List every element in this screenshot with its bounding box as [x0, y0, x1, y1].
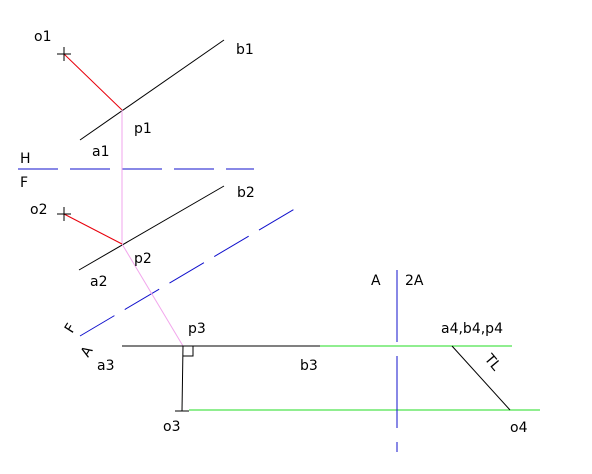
perpendicular-o1-p1 — [63, 53, 123, 111]
label-o3: o3 — [163, 419, 180, 435]
label-a-aux: A — [78, 343, 97, 360]
label-h: H — [20, 151, 31, 167]
label-o2: o2 — [30, 202, 47, 218]
line-ab2 — [78, 185, 225, 271]
line-ab1 — [79, 39, 225, 141]
label-f-aux: F — [62, 321, 80, 336]
label-o1: o1 — [34, 29, 51, 45]
label-f-top: F — [20, 175, 28, 191]
label-p1: p1 — [134, 121, 152, 137]
projector-p2-p3 — [121, 243, 184, 347]
right-angle-icon — [183, 346, 194, 357]
label-a1: a1 — [92, 144, 110, 160]
label-p2: p2 — [134, 251, 152, 267]
label-p3: p3 — [188, 321, 206, 337]
perpendicular-o2-p2 — [63, 213, 123, 245]
label-tl: TL — [480, 351, 504, 375]
label-2a: 2A — [405, 273, 424, 289]
true-length-line — [451, 345, 511, 411]
label-b2: b2 — [237, 185, 255, 201]
label-a4-b4-p4: a4,b4,p4 — [441, 321, 503, 337]
label-a2: a2 — [90, 274, 108, 290]
fold-line-f-a — [79, 203, 304, 337]
label-b1: b1 — [236, 42, 254, 58]
perpendicular-o3-p3 — [181, 345, 184, 412]
point-o1-marker — [57, 47, 71, 61]
label-b3: b3 — [300, 358, 318, 374]
label-a3: a3 — [97, 358, 115, 374]
label-a-fold: A — [371, 273, 381, 289]
label-o4: o4 — [510, 420, 528, 436]
point-o2-marker — [57, 207, 71, 221]
